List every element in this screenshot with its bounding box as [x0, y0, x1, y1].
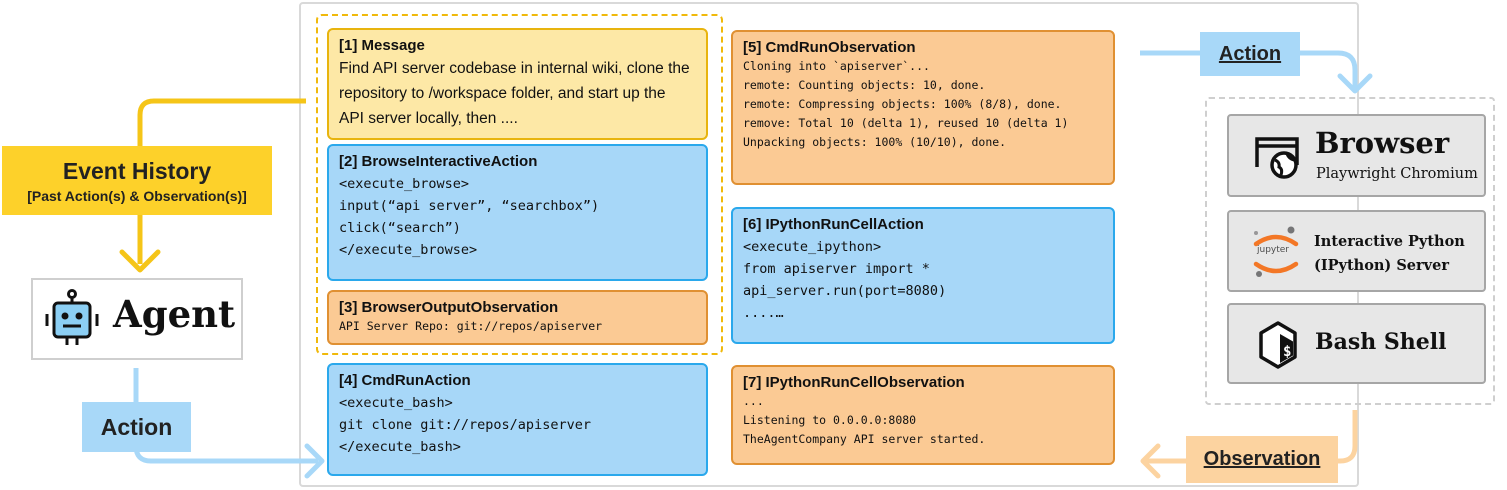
- ipython-tool: jupyter Interactive Python (IPython) Ser…: [1227, 210, 1486, 292]
- event-4-line: </execute_bash>: [339, 439, 461, 455]
- ipython-line-1: Interactive Python: [1314, 233, 1465, 250]
- event-2-title: [2] BrowseInteractiveAction: [339, 153, 538, 170]
- history-window-dashed: [316, 14, 723, 355]
- bash-tool: $ Bash Shell: [1227, 303, 1486, 384]
- event-4-line: <execute_bash>: [339, 395, 453, 411]
- event-history-label: Event History [Past Action(s) & Observat…: [2, 146, 272, 215]
- event-6-title: [6] IPythonRunCellAction: [743, 216, 924, 233]
- event-5-line: Cloning into `apiserver`...: [743, 59, 930, 73]
- history-arrow-head: [119, 249, 161, 273]
- svg-text:$: $: [1283, 344, 1291, 360]
- event-5-cmd-observation: [5] CmdRunObservation Cloning into `apis…: [731, 30, 1115, 185]
- bash-title: Bash Shell: [1315, 329, 1447, 355]
- event-3-line: API Server Repo: git://repos/apiserver: [339, 319, 603, 333]
- event-5-line: remote: Counting objects: 10, done.: [743, 78, 986, 92]
- observation-text: Observation: [1203, 448, 1321, 470]
- event-4-line: git clone git://repos/apiserver: [339, 417, 591, 433]
- event-6-ipython-action: [6] IPythonRunCellAction <execute_ipytho…: [731, 207, 1115, 344]
- event-7-title: [7] IPythonRunCellObservation: [743, 374, 965, 391]
- left-action-text: Action: [100, 413, 173, 440]
- event-5-title: [5] CmdRunObservation: [743, 39, 916, 56]
- browser-title: Browser: [1315, 126, 1450, 160]
- agent-label: Agent: [113, 292, 236, 336]
- tools-container-dashed: [1205, 97, 1495, 405]
- browser-globe-icon: [1255, 137, 1299, 179]
- event-1-line: Find API server codebase in internal wik…: [339, 60, 690, 77]
- event-6-line: api_server.run(port=8080): [743, 283, 947, 299]
- event-2-line: <execute_browse>: [339, 176, 470, 192]
- event-1-title: [1] Message: [339, 37, 425, 54]
- event-7-line: ...: [743, 394, 764, 408]
- event-2-line: </execute_browse>: [339, 242, 478, 258]
- event-1-line: repository to /workspace folder, and sta…: [339, 85, 666, 102]
- event-5-line: Unpacking objects: 100% (10/10), done.: [743, 135, 1007, 149]
- event-2-line: input(“api server”, “searchbox”): [339, 198, 600, 214]
- jupyter-logo-icon: [1253, 226, 1299, 277]
- event-5-line: remote: Compressing objects: 100% (8/8),…: [743, 97, 1062, 111]
- event-4-cmd-action: [4] CmdRunAction <execute_bash> git clon…: [327, 363, 708, 476]
- event-7-line: TheAgentCompany API server started.: [743, 432, 986, 446]
- left-action-label: Action: [82, 402, 191, 452]
- event-3-title: [3] BrowserOutputObservation: [339, 299, 559, 316]
- event-6-line: ....…: [743, 305, 784, 321]
- event-history-subtitle: [Past Action(s) & Observation(s)]: [27, 187, 247, 204]
- browser-subtitle: Playwright Chromium: [1316, 166, 1478, 182]
- bash-terminal-icon: $: [1259, 321, 1297, 369]
- event-7-line: Listening to 0.0.0.0:8080: [743, 413, 917, 427]
- event-history-title: Event History: [62, 157, 212, 184]
- event-6-line: <execute_ipython>: [743, 239, 882, 255]
- observation-label: Observation: [1186, 436, 1338, 483]
- browser-tool: Browser Playwright Chromium: [1227, 114, 1486, 197]
- event-3-browser-observation: [3] BrowserOutputObservation API Server …: [327, 290, 708, 345]
- ipython-line-2: (IPython) Server: [1314, 257, 1449, 274]
- right-action-text: Action: [1218, 42, 1282, 65]
- event-4-title: [4] CmdRunAction: [339, 372, 471, 389]
- event-5-line: remove: Total 10 (delta 1), reused 10 (d…: [743, 116, 1069, 130]
- event-7-ipython-observation: [7] IPythonRunCellObservation ... Listen…: [731, 365, 1115, 465]
- event-1-message: [1] Message Find API server codebase in …: [327, 28, 708, 140]
- event-2-line: click(“search”): [339, 220, 461, 236]
- agent-box: Agent: [31, 278, 243, 360]
- event-2-browse-action: [2] BrowseInteractiveAction <execute_bro…: [327, 144, 708, 281]
- jupyter-logo-text: jupyter: [1257, 245, 1290, 255]
- event-1-line: API server locally, then ....: [339, 110, 518, 127]
- event-6-line: from apiserver import *: [743, 261, 930, 277]
- right-action-label: Action: [1200, 32, 1300, 76]
- robot-icon: [45, 289, 99, 345]
